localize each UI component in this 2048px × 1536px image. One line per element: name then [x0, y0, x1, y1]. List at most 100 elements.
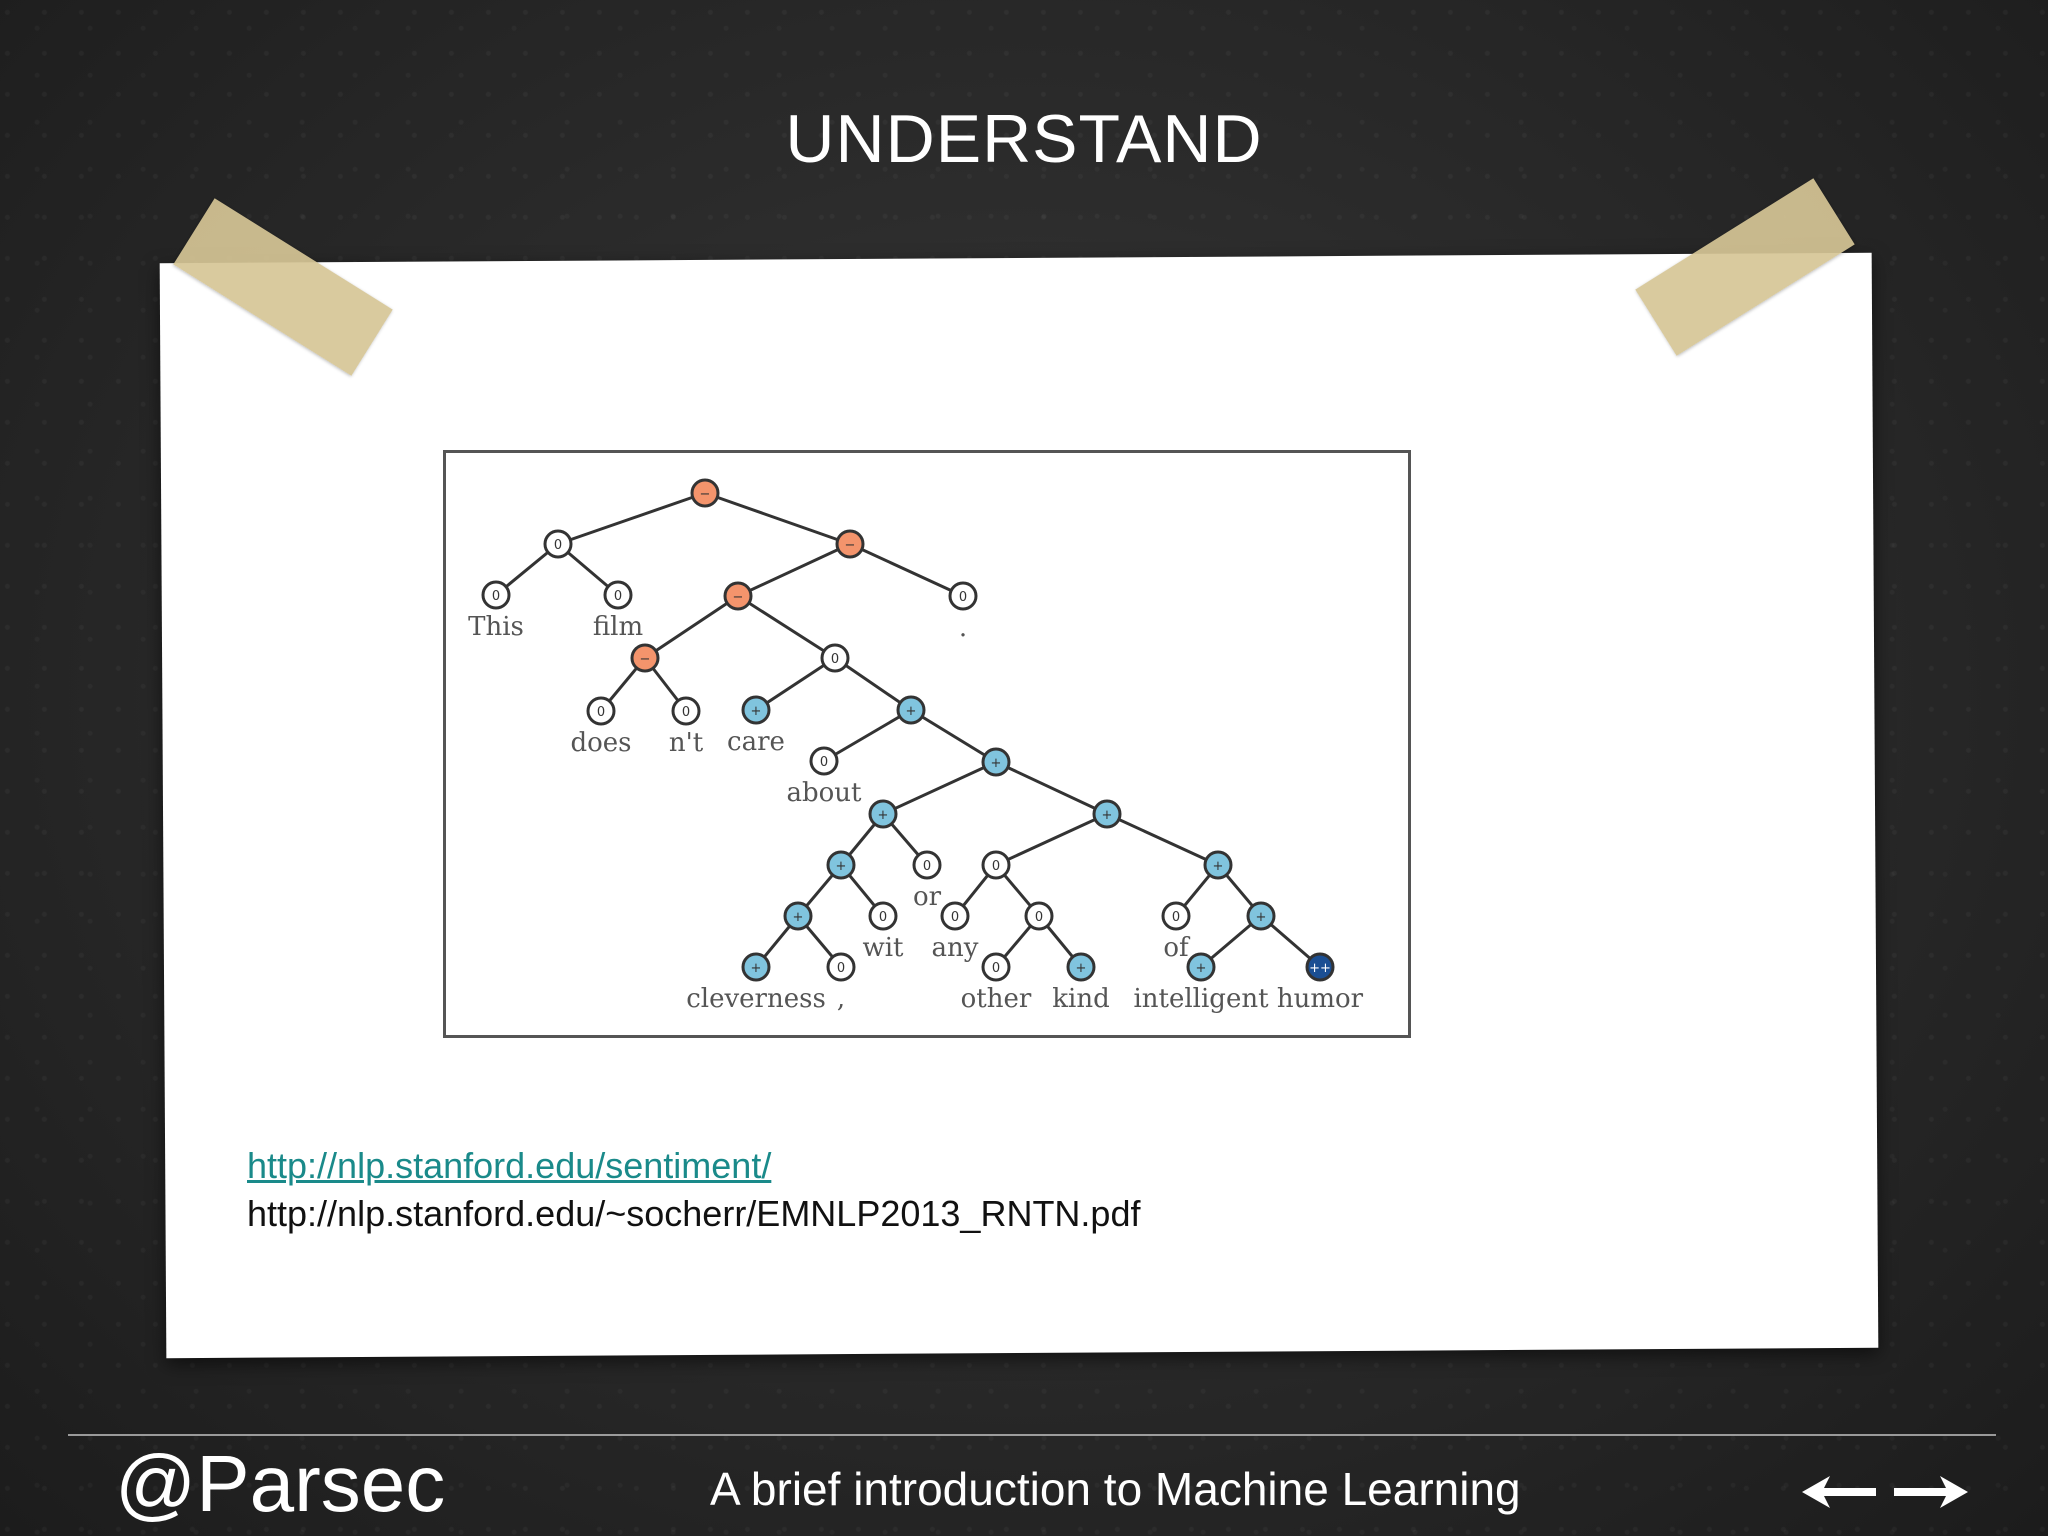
tree-edge	[995, 812, 1108, 867]
tree-node-symbol: +	[751, 704, 762, 719]
tree-node-e	[820, 643, 850, 673]
tree-node-or	[912, 850, 942, 880]
tree-node-symbol: +	[793, 910, 804, 925]
tree-node-symbol: −	[640, 652, 651, 667]
tree-node-symbol: +	[1196, 961, 1207, 976]
tree-node-symbol: +	[1102, 808, 1113, 823]
tree-edge	[755, 656, 836, 712]
tree-node-symbol: 0	[951, 910, 959, 925]
tree-node-about	[809, 746, 839, 776]
tree-node-a	[543, 529, 573, 559]
tree-word-label: film	[593, 612, 643, 642]
tree-word-label: other	[961, 984, 1032, 1014]
tree-edge	[737, 542, 851, 598]
tree-edge	[882, 760, 997, 816]
tree-node-symbol: +	[1076, 961, 1087, 976]
tree-word-label: or	[913, 882, 942, 912]
tree-node-does	[586, 696, 616, 726]
sentiment-link[interactable]: http://nlp.stanford.edu/sentiment/	[247, 1145, 772, 1186]
tree-node-symbol: ++	[1309, 961, 1331, 976]
tree-node-f	[896, 695, 926, 725]
tree-word-label: of	[1163, 933, 1191, 963]
tree-node-o	[1246, 901, 1276, 931]
tree-node-symbol: 0	[492, 589, 500, 604]
tree-node-symbol: +	[751, 961, 762, 976]
tree-node-dot	[948, 581, 978, 611]
tree-word-label: This	[468, 612, 524, 642]
tree-node-symbol: 0	[992, 961, 1000, 976]
tree-node-comma	[826, 952, 856, 982]
tree-word-label: care	[727, 727, 785, 757]
tree-node-n	[1024, 901, 1054, 931]
tree-node-any	[940, 901, 970, 931]
tree-node-other	[981, 952, 1011, 982]
tree-word-label: intelligent	[1133, 984, 1269, 1014]
tree-node-k	[981, 850, 1011, 880]
tree-node-symbol: +	[991, 756, 1002, 771]
tree-node-symbol: 0	[614, 589, 622, 604]
tree-edge	[823, 708, 912, 763]
tree-word-label: .	[959, 613, 967, 643]
tree-node-symbol: +	[1213, 859, 1224, 874]
tree-edge	[849, 542, 964, 598]
tree-node-c	[723, 581, 753, 611]
tree-node-i	[1092, 799, 1122, 829]
tree-node-film	[603, 580, 633, 610]
tree-edge	[737, 594, 836, 660]
tree-node-root	[690, 478, 720, 508]
tree-node-symbol: 0	[923, 859, 931, 874]
arrow-left-icon	[1802, 1476, 1876, 1508]
tree-node-j	[826, 850, 856, 880]
tree-word-label: wit	[862, 933, 904, 963]
tree-node-kind	[1066, 952, 1096, 982]
sentiment-tree-svg: −0−0This0film−0.−00does0n't+care+0about+…	[468, 478, 1364, 1014]
tree-edge	[910, 708, 997, 764]
tree-edge	[704, 491, 851, 546]
footer-subtitle: A brief introduction to Machine Learning	[710, 1463, 1521, 1515]
next-slide-button[interactable]	[1890, 1470, 1970, 1514]
tree-edge	[644, 594, 739, 660]
tree-node-humor	[1305, 952, 1335, 982]
tree-word-label: cleverness	[686, 984, 826, 1014]
tree-node-symbol: 0	[879, 910, 887, 925]
tree-word-label: n't	[669, 728, 704, 758]
tree-node-symbol: 0	[554, 538, 562, 553]
tree-node-h	[868, 799, 898, 829]
tree-node-this	[481, 580, 511, 610]
tree-node-ofn	[1161, 901, 1191, 931]
tree-node-m	[783, 901, 813, 931]
tree-node-symbol: 0	[682, 705, 690, 720]
tree-word-label: humor	[1277, 984, 1364, 1014]
tree-word-label: any	[932, 933, 979, 963]
tree-node-care	[741, 695, 771, 725]
tree-node-wit	[868, 901, 898, 931]
tree-node-g	[981, 747, 1011, 777]
tree-node-symbol: 0	[820, 755, 828, 770]
tree-edge	[557, 491, 706, 546]
tree-node-l	[1203, 850, 1233, 880]
tree-node-symbol: +	[906, 704, 917, 719]
tree-node-symbol: 0	[831, 652, 839, 667]
tree-node-symbol: +	[1256, 910, 1267, 925]
tree-word-label: kind	[1052, 984, 1109, 1014]
tree-word-label: does	[570, 728, 631, 758]
tree-node-symbol: 0	[837, 961, 845, 976]
slide-title: UNDERSTAND	[785, 101, 1263, 177]
tree-node-nt	[671, 696, 701, 726]
tree-node-clev	[741, 952, 771, 982]
tree-node-symbol: −	[700, 487, 711, 502]
tree-node-symbol: 0	[959, 590, 967, 605]
tree-edge	[834, 656, 912, 712]
arrow-right-icon	[1894, 1476, 1968, 1508]
tree-node-symbol: 0	[597, 705, 605, 720]
tree-node-b	[835, 529, 865, 559]
footer-divider	[68, 1434, 1996, 1436]
tree-word-label: about	[787, 778, 863, 808]
tree-node-intel	[1186, 952, 1216, 982]
tree-edge	[995, 760, 1108, 816]
tree-node-d	[630, 643, 660, 673]
paper-url-text: http://nlp.stanford.edu/~socherr/EMNLP20…	[247, 1193, 1141, 1234]
tree-node-symbol: +	[878, 808, 889, 823]
previous-slide-button[interactable]	[1800, 1470, 1880, 1514]
